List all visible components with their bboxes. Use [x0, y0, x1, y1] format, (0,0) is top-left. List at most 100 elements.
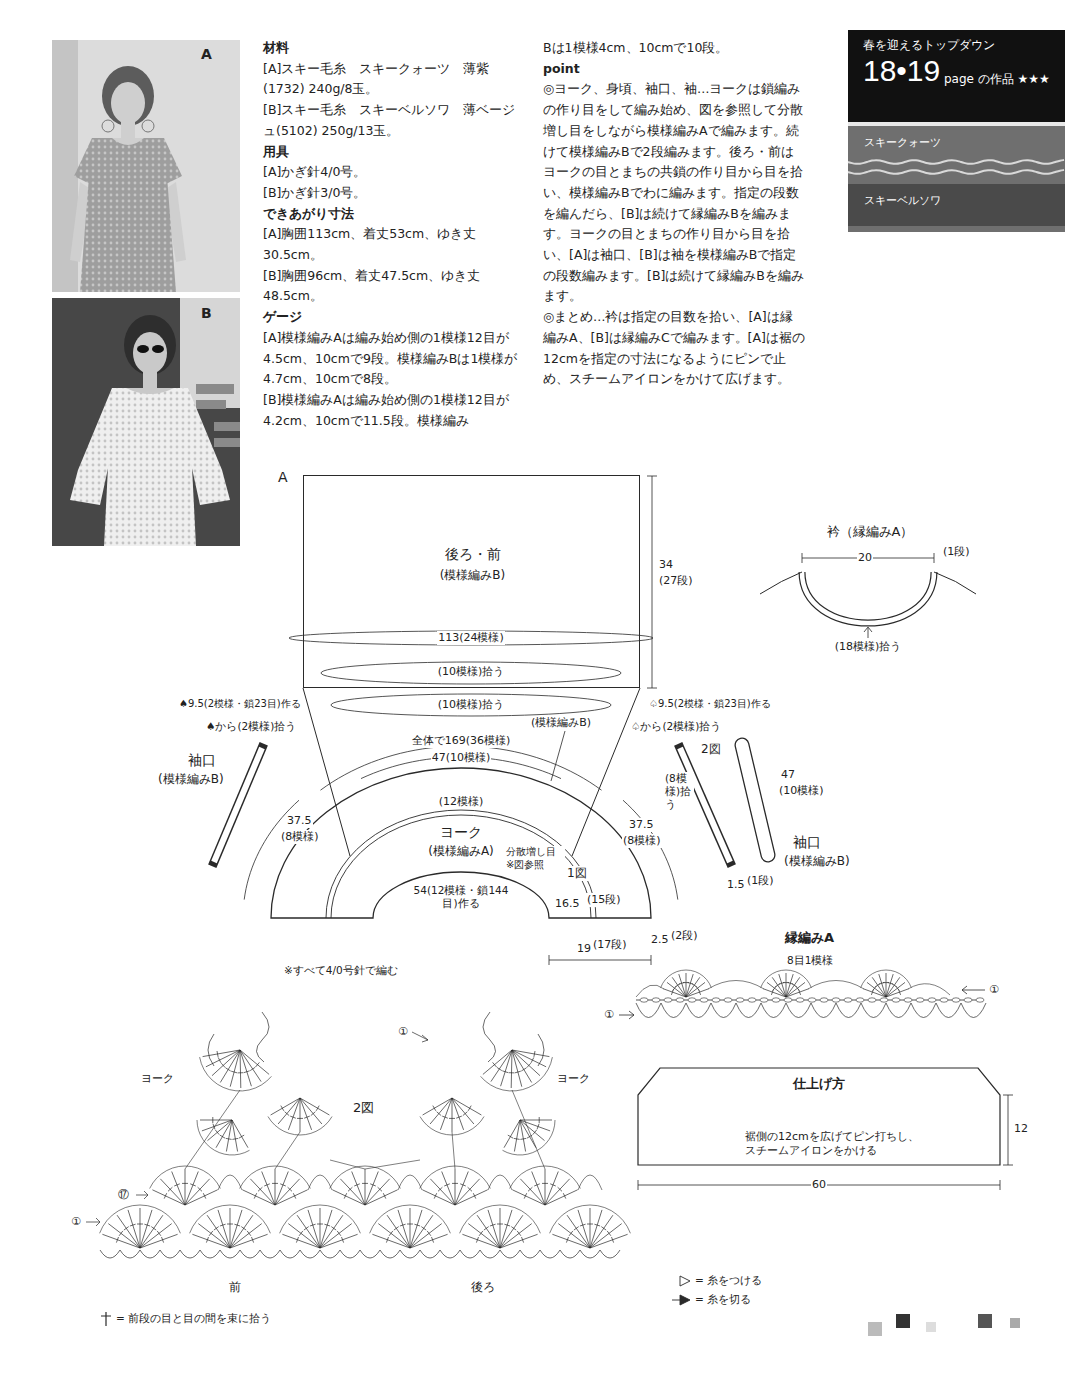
stitch-line: [477, 1215, 500, 1248]
stitch-tick: [509, 1072, 515, 1073]
section-heading: 用具: [263, 142, 525, 163]
piece-name: ヨーク: [440, 824, 482, 842]
pattern-border: [331, 815, 591, 918]
stitch-line: [452, 1098, 453, 1132]
stitch-tick: [226, 1138, 232, 1139]
direction-arrow: [619, 1011, 634, 1019]
body-text: [B]スキー毛糸 スキーベルソワ 薄ベージュ(5102) 250g/13玉。: [263, 100, 525, 141]
stitch-line: [520, 1120, 550, 1131]
stitch-tick: [247, 1231, 251, 1236]
stitch-tick: [157, 1231, 161, 1236]
stitch-chart: [86, 1012, 630, 1258]
stitch-tick: [317, 1224, 323, 1225]
body-text: [A]スキー毛糸 スキークォーツ 薄紫(1732) 240g/8玉。: [263, 59, 525, 100]
stitch-line: [686, 974, 693, 997]
stitch-tick: [514, 1138, 520, 1139]
chain-loop: [736, 1003, 761, 1018]
yarn-sample-panel: スキークォーツスキーベルソワ: [848, 122, 1065, 232]
photo-face: [111, 82, 145, 124]
stitch-line: [240, 1050, 269, 1074]
chain-arc: [218, 1175, 242, 1190]
stitch-name: (模様編みB): [158, 772, 224, 787]
stitch-line: [468, 1224, 500, 1248]
stitch-tick: [331, 1227, 336, 1231]
photo-sleeve: [74, 138, 100, 184]
stitch-tick: [281, 1106, 284, 1111]
band-inner: [214, 748, 262, 862]
chain-stitch: [940, 998, 948, 1002]
chain-stitch: [856, 998, 864, 1002]
stitch-line: [282, 1234, 320, 1248]
stitch-tick: [580, 1224, 586, 1226]
stitch-line: [297, 1215, 320, 1248]
stitch-line: [410, 1208, 411, 1248]
stitch-tick: [383, 1193, 386, 1198]
dimension-label: 20: [857, 551, 873, 565]
stitch-line: [352, 1172, 365, 1206]
chain-arc: [150, 1166, 221, 1189]
chain-loop: [100, 1250, 120, 1258]
dimension-label: 2.5: [650, 933, 670, 947]
stitch-line: [128, 1210, 140, 1248]
chain-arc: [280, 1205, 361, 1233]
leader-line: [551, 731, 565, 781]
stitch-tick: [348, 1187, 352, 1191]
legend-text: = 前段の目と目の間を束に拾う: [116, 1312, 271, 1325]
photo-hair: [102, 66, 154, 126]
dimension-label: (模様編みB): [530, 716, 592, 730]
chain-loop: [560, 1250, 580, 1258]
stitch-tick: [539, 1117, 540, 1123]
dimension-label: ♠から(2模様)拾う: [205, 720, 297, 733]
stitch-line: [117, 1215, 140, 1248]
chain-stitch: [688, 998, 696, 1002]
stitch-line: [679, 974, 686, 997]
stitch-line: [462, 1234, 500, 1248]
dimension-label: ①: [988, 983, 1000, 997]
chain-stitch: [808, 998, 816, 1002]
chain-loop: [661, 1003, 686, 1018]
stitch-line: [786, 977, 800, 997]
stitch-line: [232, 1120, 238, 1152]
stitch-tick: [212, 1117, 213, 1123]
piece-name: 袖口: [793, 834, 821, 852]
stitch-tick: [427, 1231, 431, 1236]
chain-arc: [420, 1166, 491, 1189]
dimension-label: 分散増し目 ※図参照: [505, 846, 565, 871]
stitch-tick: [449, 1118, 455, 1119]
stitch-tick: [444, 1184, 450, 1186]
stitch-tick: [198, 1187, 202, 1191]
stitch-tick: [490, 1224, 496, 1226]
chain-loop: [320, 1250, 340, 1258]
chain-arc: [370, 1205, 451, 1233]
chain-loop: [911, 1003, 936, 1018]
stitch-tick: [164, 1193, 167, 1198]
stitch-line: [686, 973, 687, 997]
section-heading: できあがり寸法: [263, 204, 525, 225]
stitch-line: [545, 1179, 570, 1205]
legend-sample: [672, 1300, 680, 1301]
legend-sample: [680, 1276, 690, 1286]
stitch-line: [216, 1120, 232, 1148]
stitch-tick: [116, 1237, 118, 1243]
stitch-line: [365, 1169, 366, 1205]
stitch-tick: [342, 1237, 344, 1243]
dimension-label: (10模様)拾う: [437, 665, 506, 679]
stitch-line: [786, 982, 805, 997]
stitch-tick: [137, 1224, 143, 1225]
stitch-tick: [168, 1187, 172, 1191]
stitch-tick: [324, 1224, 330, 1226]
chain-arc: [100, 1205, 181, 1233]
stitch-line: [275, 1190, 308, 1205]
stitch-line: [308, 1210, 320, 1248]
stitch-tick: [452, 1183, 458, 1184]
stitch-line: [271, 1098, 300, 1115]
chain-curl: [208, 1012, 269, 1066]
stitch-tick: [203, 1193, 206, 1198]
chain-stitch: [868, 998, 876, 1002]
stitch-tick: [534, 1184, 540, 1186]
dimension-label: 113(24模様): [437, 631, 505, 645]
stitch-tick: [190, 1184, 196, 1186]
chain-stitch: [976, 998, 984, 1002]
stitch-tick: [174, 1184, 180, 1186]
chain-stitch: [904, 998, 912, 1002]
